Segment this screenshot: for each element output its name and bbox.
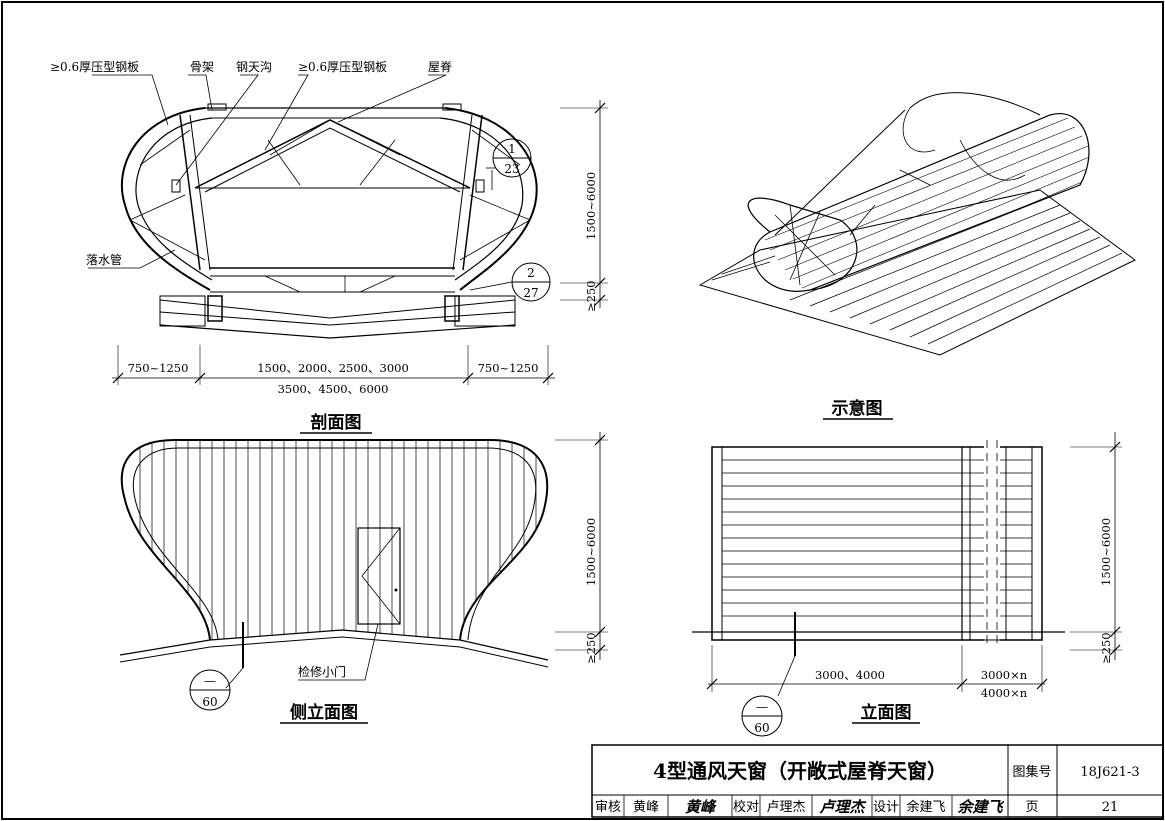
side-caption: 侧立面图 bbox=[290, 702, 358, 723]
reviewer-signature: 黄峰 bbox=[685, 798, 717, 816]
schematic-view: 示意图 bbox=[698, 92, 1136, 420]
page-number: 21 bbox=[1102, 800, 1119, 815]
label-ridge: 屋脊 bbox=[428, 60, 452, 74]
detail-index-1-23: 1 23 bbox=[492, 138, 532, 178]
schematic-base-roof bbox=[698, 189, 1136, 356]
svg-text:23: 23 bbox=[504, 162, 519, 176]
checker-signature: 卢理杰 bbox=[819, 798, 866, 816]
front-caption: 立面图 bbox=[861, 702, 912, 723]
side-view: 检修小门 — 60 1500~6000 ≥250 侧立面图 bbox=[119, 432, 608, 724]
detail-index-2-27: 2 27 bbox=[511, 262, 551, 302]
front-dim-height: 1500~6000 ≥250 bbox=[1070, 432, 1122, 664]
svg-text:750~1250: 750~1250 bbox=[478, 361, 539, 375]
label-steel-sheet-right: ≥0.6厚压型钢板 bbox=[298, 60, 387, 74]
svg-text:60: 60 bbox=[754, 721, 769, 735]
svg-text:27: 27 bbox=[523, 286, 538, 300]
section-dim-width: 750~1250 1500、2000、2500、3000 3500、4500、6… bbox=[112, 345, 555, 396]
section-shell-right-inner bbox=[439, 117, 524, 281]
schematic-ridge-roll bbox=[753, 113, 1090, 292]
front-detail-index-60: — 60 bbox=[741, 695, 783, 737]
label-gutter: 钢天沟 bbox=[236, 60, 272, 74]
svg-text:3500、4500、6000: 3500、4500、6000 bbox=[278, 382, 389, 396]
svg-text:1500、2000、2500、3000: 1500、2000、2500、3000 bbox=[257, 361, 409, 375]
section-ridge-roof bbox=[194, 119, 471, 189]
svg-text:750~1250: 750~1250 bbox=[128, 361, 189, 375]
svg-text:1500~6000: 1500~6000 bbox=[584, 518, 598, 586]
section-view: ≥0.6厚压型钢板 骨架 钢天沟 ≥0.6厚压型钢板 屋脊 落水管 1 23 2… bbox=[50, 60, 608, 434]
front-dim-width: 3000、4000 3000×n 4000×n bbox=[706, 645, 1048, 700]
access-door bbox=[357, 527, 401, 625]
svg-text:2: 2 bbox=[527, 266, 535, 280]
atlas-label: 图集号 bbox=[1012, 764, 1051, 780]
designer-signature: 余建飞 bbox=[957, 798, 1004, 816]
svg-text:—: — bbox=[204, 674, 216, 688]
page-label: 页 bbox=[1025, 800, 1038, 815]
review-label: 审核 bbox=[595, 800, 621, 815]
section-shell-right bbox=[444, 107, 538, 291]
side-detail-index-60: — 60 bbox=[189, 669, 231, 711]
svg-text:1: 1 bbox=[508, 142, 516, 156]
check-label: 校对 bbox=[733, 799, 759, 815]
label-frame: 骨架 bbox=[190, 60, 214, 74]
side-dim-height: 1500~6000 ≥250 bbox=[555, 432, 608, 664]
section-shell-left-inner bbox=[135, 117, 213, 281]
section-base-roof bbox=[159, 299, 516, 319]
front-view: — 60 1500~6000 ≥250 3000、4000 3000×n bbox=[692, 432, 1122, 737]
checker-name: 卢理杰 bbox=[766, 799, 805, 815]
svg-text:1500~6000: 1500~6000 bbox=[584, 172, 598, 240]
svg-text:1500~6000: 1500~6000 bbox=[1099, 518, 1113, 586]
svg-text:4000×n: 4000×n bbox=[981, 686, 1028, 700]
atlas-number: 18J621-3 bbox=[1080, 765, 1139, 780]
svg-text:≥250: ≥250 bbox=[1099, 632, 1113, 664]
svg-text:≥250: ≥250 bbox=[584, 280, 598, 312]
designer-name: 余建飞 bbox=[906, 799, 945, 815]
section-dim-height: 1500~6000 ≥250 bbox=[560, 100, 608, 312]
section-shell-left bbox=[120, 107, 211, 291]
label-steel-sheet-left: ≥0.6厚压型钢板 bbox=[50, 60, 139, 74]
label-access-door: 检修小门 bbox=[298, 664, 346, 679]
svg-text:3000×n: 3000×n bbox=[981, 668, 1028, 682]
svg-text:—: — bbox=[756, 700, 768, 714]
drawing-title: 4型通风天窗（开敞式屋脊天窗） bbox=[653, 759, 947, 783]
svg-text:3000、4000: 3000、4000 bbox=[815, 668, 885, 682]
label-downpipe: 落水管 bbox=[86, 252, 122, 267]
svg-text:60: 60 bbox=[202, 695, 217, 709]
title-block: 4型通风天窗（开敞式屋脊天窗） 图集号 18J621-3 审核 黄峰 黄峰 校对… bbox=[591, 744, 1164, 818]
reviewer-name: 黄峰 bbox=[633, 800, 659, 815]
section-caption: 剖面图 bbox=[311, 412, 362, 433]
svg-text:≥250: ≥250 bbox=[584, 632, 598, 664]
front-louvers bbox=[722, 459, 1032, 617]
side-outline bbox=[120, 439, 549, 641]
design-label: 设计 bbox=[873, 800, 899, 815]
schematic-caption: 示意图 bbox=[832, 398, 883, 419]
